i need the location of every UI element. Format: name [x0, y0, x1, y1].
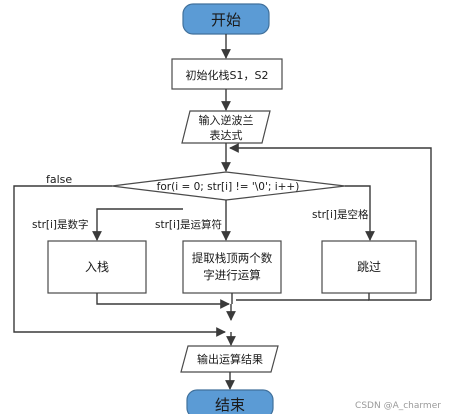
- start-node: 开始: [182, 3, 270, 35]
- init-box: [171, 58, 283, 90]
- branch-line-space: [345, 185, 375, 241]
- false-exit-line: [13, 185, 226, 337]
- input-label-line2: 表达式: [210, 128, 243, 142]
- skip-box: [321, 240, 417, 294]
- push-node: 入栈: [47, 240, 147, 294]
- push-label: 入栈: [85, 259, 109, 274]
- compute-label-line1: 提取栈顶两个数: [192, 251, 273, 265]
- compute-label-line2: 字进行运算: [203, 268, 261, 282]
- loop-condition: for(i = 0; str[i] != '\0'; i++): [157, 181, 300, 193]
- input-node: 输入逆波兰 表达式: [181, 110, 271, 144]
- loop-back-line: [229, 143, 432, 300]
- output-label: 输出运算结果: [197, 352, 263, 366]
- end-node: 结束: [186, 389, 274, 414]
- merge-line-push: [96, 293, 230, 309]
- watermark: CSDN @A_charmer: [355, 401, 441, 411]
- false-label: false: [46, 173, 72, 186]
- loop-decision-node: for(i = 0; str[i] != '\0'; i++): [111, 171, 346, 201]
- init-label: 初始化栈S1，S2: [186, 68, 269, 82]
- branch-line-digit: [92, 208, 183, 241]
- output-node: 输出运算结果: [180, 345, 279, 373]
- end-shape: [186, 389, 274, 414]
- branch-label-digit: str[i]是数字: [32, 218, 89, 231]
- skip-label: 跳过: [357, 260, 381, 274]
- input-label-line1: 输入逆波兰: [199, 113, 254, 127]
- output-parallelogram: [180, 345, 279, 373]
- branch-label-operator: str[i]是运算符: [155, 218, 222, 231]
- compute-node: 提取栈顶两个数 字进行运算: [182, 240, 282, 294]
- branch-label-space: str[i]是空格: [312, 208, 369, 221]
- push-box: [47, 240, 147, 294]
- input-parallelogram: [181, 110, 271, 144]
- compute-box: [182, 240, 282, 294]
- end-label: 结束: [215, 396, 245, 414]
- skip-node: 跳过: [321, 240, 417, 294]
- merge-line-skip: [368, 293, 431, 301]
- start-label: 开始: [211, 11, 241, 29]
- init-node: 初始化栈S1，S2: [171, 58, 283, 90]
